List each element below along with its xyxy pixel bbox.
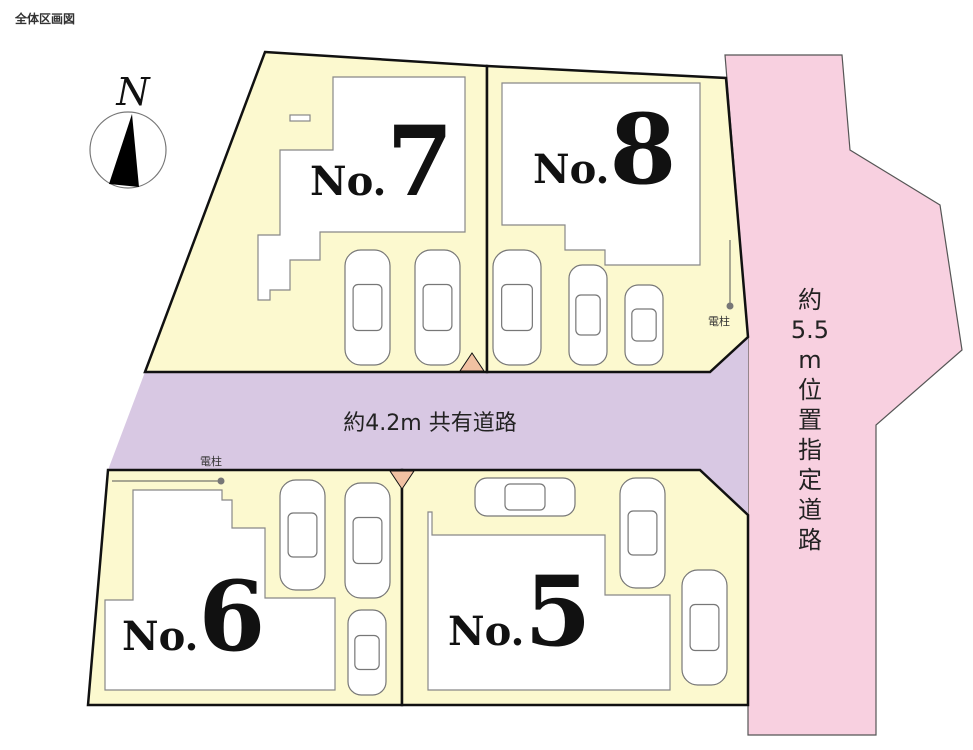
designated-road-char: 位 bbox=[798, 376, 822, 404]
svg-text:No.8: No.8 bbox=[533, 93, 676, 206]
lot-6-number: 6 bbox=[198, 560, 265, 673]
building-5 bbox=[427, 511, 671, 691]
car-icon bbox=[344, 482, 391, 599]
shared-road-label: 約4.2m 共有道路 bbox=[343, 411, 516, 436]
car-icon bbox=[492, 249, 542, 366]
car-icon bbox=[568, 264, 608, 366]
car-icon bbox=[344, 249, 391, 366]
designated-road bbox=[724, 54, 963, 736]
designated-road-char: 置 bbox=[798, 406, 822, 434]
lot-7-prefix: No. bbox=[310, 158, 386, 205]
building-8 bbox=[501, 82, 701, 266]
pole-label: 電柱 bbox=[708, 314, 730, 328]
building-7-window bbox=[289, 114, 311, 122]
car-icon bbox=[681, 569, 728, 686]
designated-road-char: 定 bbox=[798, 466, 822, 494]
car-icon bbox=[474, 477, 576, 517]
lot-7-number: 7 bbox=[386, 105, 453, 218]
designated-road-char: m bbox=[798, 346, 821, 374]
north-compass-icon: N bbox=[89, 70, 167, 189]
designated-road-char: 路 bbox=[798, 526, 822, 554]
pole-label: 電柱 bbox=[200, 454, 222, 468]
corner-marker bbox=[459, 352, 485, 372]
utility-pole-icon bbox=[726, 302, 734, 310]
corner-marker bbox=[389, 470, 415, 490]
lot-5-prefix: No. bbox=[448, 608, 524, 655]
building-6 bbox=[104, 489, 336, 691]
lot-5-number: 5 bbox=[524, 555, 591, 668]
designated-road-char: 5.5 bbox=[791, 316, 829, 344]
compass-label: N bbox=[115, 70, 151, 114]
car-icon bbox=[279, 479, 326, 591]
car-icon bbox=[619, 477, 666, 589]
designated-road-char: 道 bbox=[798, 496, 822, 524]
svg-text:No.5: No.5 bbox=[448, 555, 591, 668]
car-icon bbox=[347, 609, 387, 696]
shared-road bbox=[108, 337, 748, 515]
designated-road-char: 約 bbox=[798, 286, 822, 314]
building-7 bbox=[257, 76, 466, 301]
svg-text:No.6: No.6 bbox=[122, 560, 265, 673]
designated-road-char: 指 bbox=[798, 436, 822, 464]
lot-8-prefix: No. bbox=[533, 146, 609, 193]
svg-text:No.7: No.7 bbox=[310, 105, 453, 218]
car-icon bbox=[624, 284, 664, 366]
utility-pole-icon bbox=[217, 477, 225, 485]
car-icon bbox=[414, 249, 461, 366]
page-title: 全体区画図 bbox=[15, 12, 76, 26]
lot-6-prefix: No. bbox=[122, 613, 198, 660]
lot-8-number: 8 bbox=[609, 93, 676, 206]
